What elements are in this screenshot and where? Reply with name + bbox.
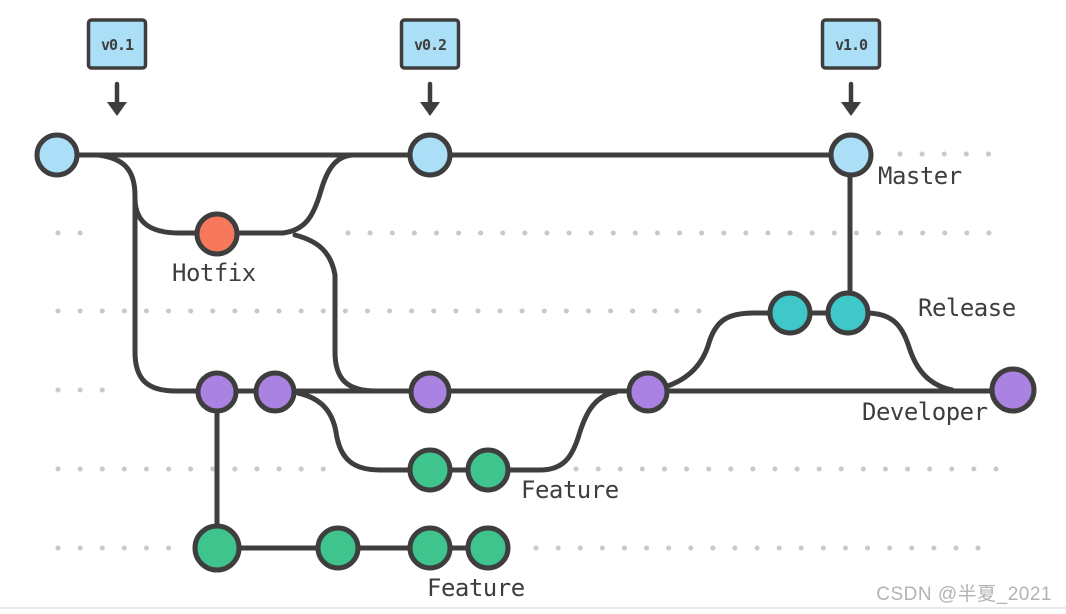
- hotfix-merge-develop: [292, 232, 379, 394]
- hotfix-commit: [194, 211, 240, 257]
- feature1-commit-1: [407, 447, 453, 493]
- feature1-branch-merge: [295, 389, 619, 473]
- master-commit-3: [828, 132, 874, 178]
- feature2-commit-1: [192, 523, 242, 573]
- hotfix-branch: [132, 197, 286, 236]
- feature2-commit-2: [315, 525, 361, 571]
- watermark: CSDN @半夏_2021: [876, 584, 1052, 605]
- master-commit-1: [34, 132, 80, 178]
- hotfix-label: Hotfix: [172, 259, 256, 287]
- developer-commit-3: [408, 370, 452, 414]
- feature-label-2: Feature: [427, 574, 525, 602]
- developer-commit-4: [626, 370, 670, 414]
- developer-commit-1: [195, 370, 239, 414]
- hotfix-merge-master: [280, 152, 355, 236]
- tag-v0-1-label: v0.1: [101, 36, 134, 54]
- master-label: Master: [878, 162, 962, 190]
- tag-v1-0-arrow-head: [841, 102, 861, 116]
- release-label: Release: [918, 294, 1016, 322]
- tag-v0-1-box: [86, 18, 148, 70]
- tag-v0-2-box: [399, 18, 461, 70]
- tag-v1-0-label: v1.0: [835, 36, 868, 54]
- developer-commit-5: [989, 366, 1037, 414]
- tag-v0-2-arrow-head: [420, 102, 440, 116]
- feature2-commit-4: [465, 525, 511, 571]
- develop-branch-line: [95, 152, 1016, 394]
- tag-v0-1-arrow-head: [107, 102, 127, 116]
- release-commit-2: [825, 290, 871, 336]
- tag-v1-0-box: [820, 18, 882, 70]
- tag-v0-2-label: v0.2: [414, 36, 446, 54]
- release-commit-1: [767, 290, 813, 336]
- feature2-commit-3: [407, 525, 453, 571]
- master-commit-2: [407, 132, 453, 178]
- feature1-commit-2: [465, 447, 511, 493]
- feature-label-1: Feature: [521, 476, 619, 504]
- bottom-divider: [0, 607, 1066, 609]
- developer-commit-2: [253, 370, 297, 414]
- developer-label: Developer: [862, 398, 988, 426]
